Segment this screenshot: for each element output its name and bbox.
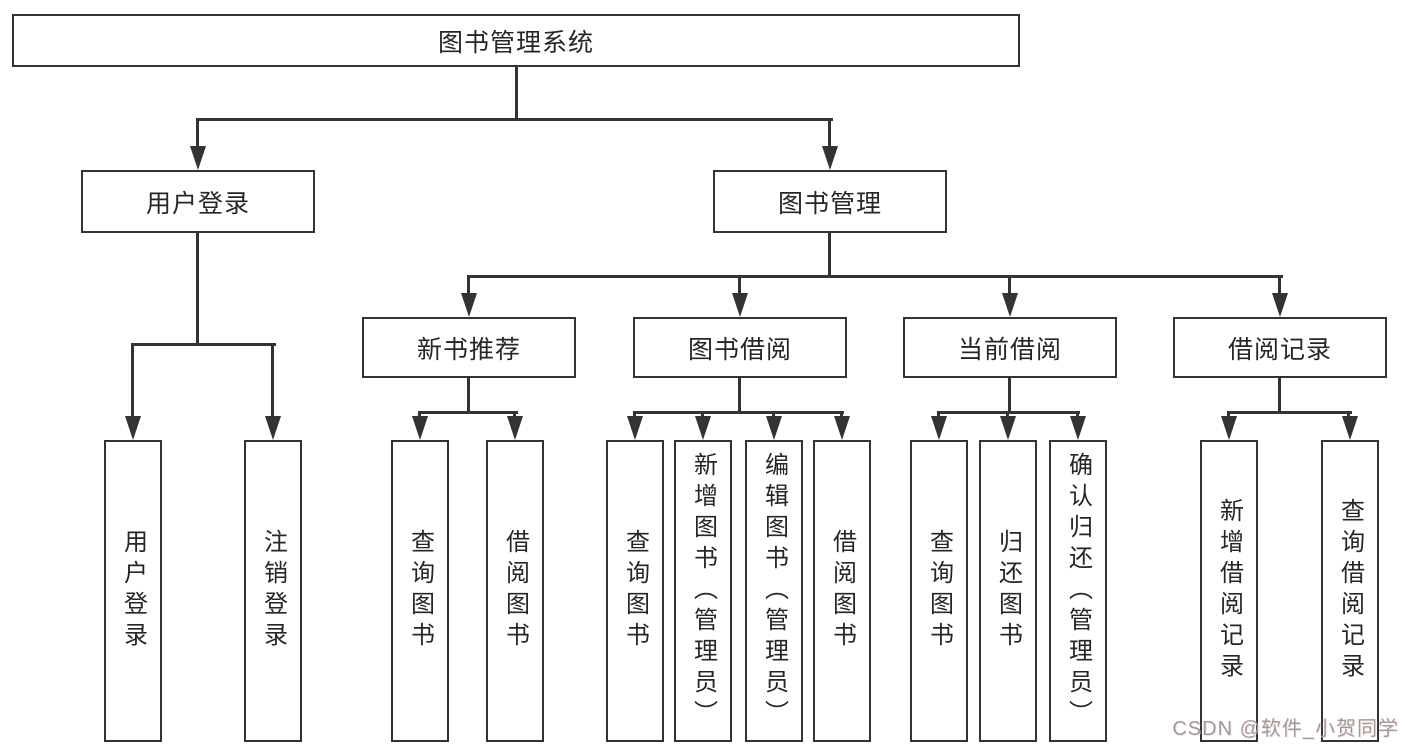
connector-line [467,275,470,296]
connector-line [633,411,636,419]
node-add-books-admin-label: 新增图书（管理员） [689,451,717,731]
connector-line [131,343,134,419]
connector-line [515,66,518,120]
node-return-books-label: 归还图书 [994,529,1022,653]
connector-line [196,118,833,121]
connector-line [738,378,741,413]
connector-line [828,118,831,150]
connector-line [738,275,741,296]
csdn-watermark: CSDN @软件_小贺同学 [1172,718,1399,740]
arrowhead-down-icon [461,293,477,317]
node-book-borrowing-label: 图书借阅 [687,335,792,364]
arrowhead-down-icon [766,416,782,440]
node-user-login-module-label: 用户登录 [145,189,250,218]
node-current-borrowing: 当前借阅 [903,317,1117,378]
node-library-system-label: 图书管理系统 [437,28,594,57]
node-borrow-records-label: 借阅记录 [1227,335,1332,364]
arrowhead-down-icon [627,416,643,440]
node-confirm-return-admin: 确认归还（管理员） [1049,440,1107,742]
arrowhead-down-icon [1002,293,1018,317]
node-add-borrow-record-label: 新增借阅记录 [1215,498,1243,684]
node-current-borrowing-label: 当前借阅 [957,335,1062,364]
connector-line [1006,411,1009,419]
connector-line [1008,275,1011,296]
arrowhead-down-icon [695,416,711,440]
node-borrowing-query-books: 查询图书 [606,440,664,742]
connector-line [1227,411,1230,419]
arrowhead-down-icon [834,416,850,440]
node-edit-books-admin-label: 编辑图书（管理员） [760,451,788,731]
connector-line [937,411,940,419]
arrowhead-down-icon [1272,293,1288,317]
connector-line [196,118,199,150]
node-user-login-module: 用户登录 [81,170,315,233]
node-borrow-records: 借阅记录 [1173,317,1387,378]
connector-line [131,343,276,346]
node-user-login-action: 用户登录 [104,440,162,742]
connector-line [1008,378,1011,413]
arrowhead-down-icon [190,146,206,170]
arrowhead-down-icon [931,416,947,440]
node-recommend-borrow-books-label: 借阅图书 [501,529,529,653]
arrowhead-down-icon [1221,416,1237,440]
connector-line [1278,378,1281,413]
node-logout-action: 注销登录 [244,440,302,742]
connector-line [196,233,199,345]
connector-line [701,411,704,419]
node-confirm-return-admin-label: 确认归还（管理员） [1064,451,1092,731]
node-new-book-recommend: 新书推荐 [362,317,576,378]
node-return-books: 归还图书 [979,440,1037,742]
connector-line [840,411,843,419]
connector-line [1278,275,1281,296]
node-borrowing-borrow-books: 借阅图书 [813,440,871,742]
arrowhead-down-icon [412,416,428,440]
arrowhead-down-icon [1070,416,1086,440]
node-add-borrow-record: 新增借阅记录 [1200,440,1258,742]
node-user-login-action-label: 用户登录 [119,529,147,653]
connector-line [271,343,274,419]
node-recommend-query-books: 查询图书 [391,440,449,742]
node-current-query-books: 查询图书 [910,440,968,742]
connector-line [1076,411,1079,419]
node-library-system: 图书管理系统 [12,14,1020,67]
connector-line [1227,411,1352,414]
node-edit-books-admin: 编辑图书（管理员） [745,440,803,742]
node-borrowing-borrow-books-label: 借阅图书 [828,529,856,653]
node-book-management: 图书管理 [713,170,947,233]
arrowhead-down-icon [507,416,523,440]
connector-line [828,233,831,277]
node-recommend-query-books-label: 查询图书 [406,529,434,653]
arrowhead-down-icon [1342,416,1358,440]
connector-line [513,411,516,419]
node-query-borrow-record: 查询借阅记录 [1321,440,1379,742]
connector-line [772,411,775,419]
node-recommend-borrow-books: 借阅图书 [486,440,544,742]
connector-line [467,275,1283,278]
connector-line [418,411,518,414]
connector-line [633,411,844,414]
connector-line [1347,411,1350,419]
node-current-query-books-label: 查询图书 [925,529,953,653]
arrowhead-down-icon [1000,416,1016,440]
arrowhead-down-icon [125,416,141,440]
node-new-book-recommend-label: 新书推荐 [416,335,521,364]
arrowhead-down-icon [732,293,748,317]
node-logout-action-label: 注销登录 [259,529,287,653]
node-query-borrow-record-label: 查询借阅记录 [1336,498,1364,684]
arrowhead-down-icon [822,146,838,170]
node-book-borrowing: 图书借阅 [633,317,847,378]
node-add-books-admin: 新增图书（管理员） [674,440,732,742]
connector-line [467,378,470,413]
connector-line [418,411,421,419]
node-book-management-label: 图书管理 [777,189,882,218]
arrowhead-down-icon [265,416,281,440]
node-borrowing-query-books-label: 查询图书 [621,529,649,653]
